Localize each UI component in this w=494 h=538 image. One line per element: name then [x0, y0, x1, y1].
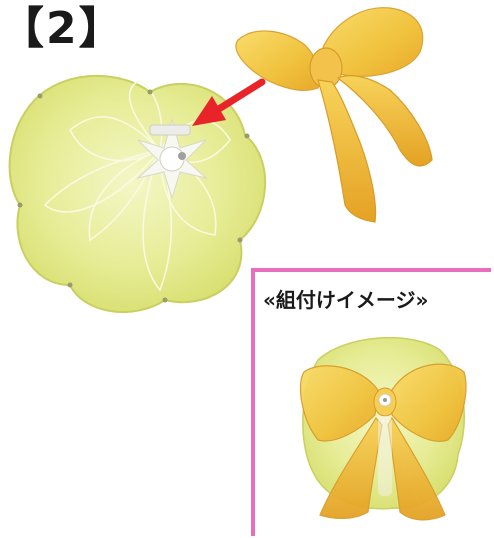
arrow-icon	[192, 78, 266, 126]
inset-caption: «組付けイメージ»	[263, 288, 429, 312]
step-label: 【2】	[0, 3, 125, 54]
ribbon-bow	[235, 7, 433, 223]
inset-frame	[251, 268, 491, 536]
flower-ornament	[136, 118, 208, 200]
umbrella-canopy	[8, 74, 266, 313]
assembled-preview	[299, 336, 467, 521]
